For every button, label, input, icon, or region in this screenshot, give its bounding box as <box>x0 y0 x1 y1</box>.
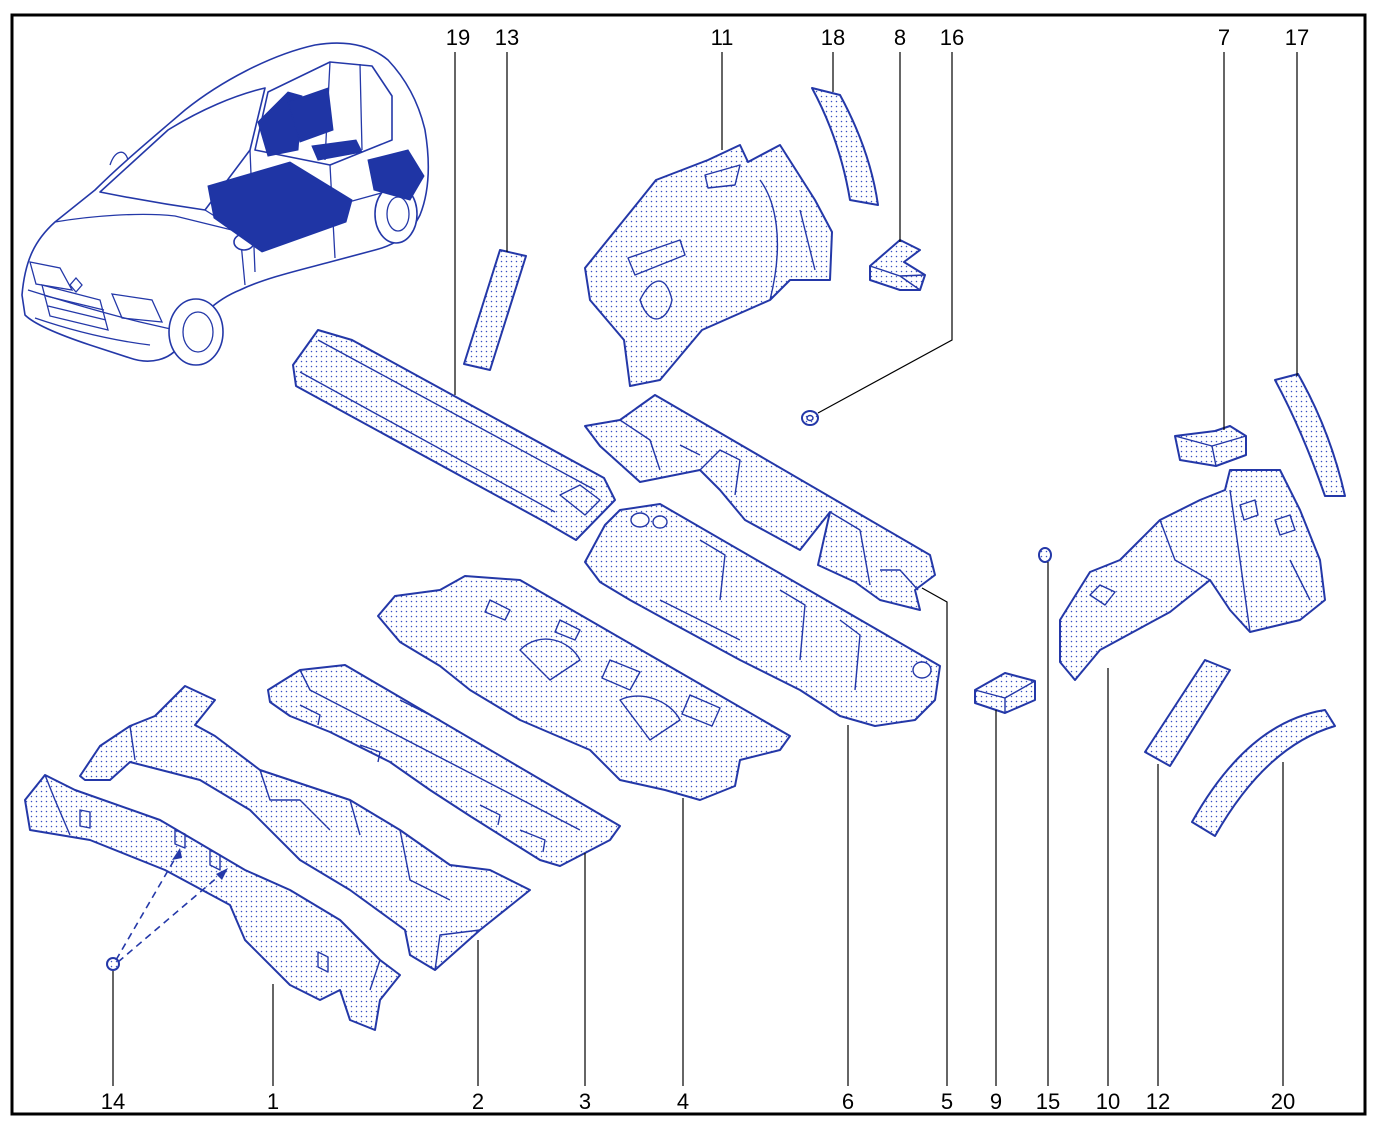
part-5-shape <box>584 394 936 611</box>
car-front-bumper <box>27 289 176 346</box>
leader-lines <box>112 52 1298 1086</box>
callout-15: 15 <box>1036 1089 1060 1114</box>
part-3-detail <box>299 669 581 853</box>
part-11 <box>584 144 833 387</box>
callout-9: 9 <box>990 1089 1002 1114</box>
callout-3: 3 <box>579 1089 591 1114</box>
car-front-wheel <box>168 298 224 366</box>
part-16-clip-center <box>806 414 814 422</box>
part-6-hole-b <box>652 515 668 529</box>
callout-20: 20 <box>1271 1089 1295 1114</box>
part-6-hole-a <box>630 512 650 528</box>
car-side-mirror-stub <box>109 151 129 166</box>
part-1-shape <box>24 774 401 1031</box>
part-12 <box>1144 659 1231 767</box>
part-10-shape <box>1059 469 1326 681</box>
part-8-detail <box>869 265 926 291</box>
part-8 <box>869 239 926 291</box>
car-highlight-pillar-b <box>287 87 334 143</box>
part-17-shape <box>1274 373 1346 497</box>
callout-18: 18 <box>821 25 845 50</box>
part-18-shape <box>811 87 879 206</box>
car-front-wheel-hub <box>182 311 214 353</box>
callout-12: 12 <box>1146 1089 1170 1114</box>
part-2-shape <box>79 685 531 971</box>
part-14-dashed-line-a <box>115 849 181 961</box>
part-8-shape <box>869 239 926 291</box>
part-13-shape <box>463 249 527 371</box>
part-3-shape <box>267 664 621 867</box>
callout-7: 7 <box>1218 25 1230 50</box>
part-6-detail <box>659 539 861 691</box>
callout-10: 10 <box>1096 1089 1120 1114</box>
part-6-shape <box>584 503 941 727</box>
car-logo-icon <box>69 277 83 293</box>
callout-16: 16 <box>940 25 964 50</box>
part-19-detail <box>299 339 601 516</box>
callout-14: 14 <box>101 1089 125 1114</box>
callout-6: 6 <box>842 1089 854 1114</box>
part-1 <box>24 774 401 1031</box>
part-19-shape <box>292 329 616 541</box>
car-highlight-strip <box>311 139 363 161</box>
part-9 <box>974 672 1036 714</box>
callout-19: 19 <box>446 25 470 50</box>
part-3 <box>267 664 621 867</box>
diagram-frame <box>10 13 1367 1116</box>
part-4 <box>377 575 791 801</box>
part-2 <box>79 685 531 971</box>
part-15 <box>1038 547 1052 563</box>
callout-2: 2 <box>472 1089 484 1114</box>
part-20 <box>1191 709 1336 837</box>
callout-11: 11 <box>711 25 734 50</box>
part-9-detail <box>974 680 1036 713</box>
part-5-detail <box>619 419 919 591</box>
part-6-hole-c <box>912 661 932 679</box>
part-11-detail <box>627 164 816 320</box>
callout-labels: 19 13 11 18 8 16 7 17 14 1 2 3 4 6 5 9 1… <box>101 25 1309 1114</box>
part-10-detail <box>1089 489 1311 633</box>
part-7 <box>1174 425 1247 467</box>
car-headlight-left <box>29 261 74 291</box>
part-14-dashed-line-b <box>117 869 227 963</box>
callout-13: 13 <box>495 25 519 50</box>
part-14-arrow-b <box>216 868 228 880</box>
part-13 <box>463 249 527 371</box>
part-10 <box>1059 469 1326 681</box>
part-14-arrow-a <box>172 848 182 860</box>
leader-5 <box>921 587 948 1086</box>
callout-1: 1 <box>267 1089 279 1114</box>
part-17 <box>1274 373 1346 497</box>
car-windshield <box>99 87 266 211</box>
part-4-detail <box>484 599 721 741</box>
car-illustration <box>21 42 430 366</box>
part-16 <box>801 410 819 426</box>
car-grille <box>41 284 109 331</box>
part-6 <box>584 503 941 727</box>
part-11-shape <box>584 144 833 387</box>
part-20-shape <box>1191 709 1336 837</box>
callout-17: 17 <box>1285 25 1309 50</box>
callout-5: 5 <box>941 1089 953 1114</box>
part-2-detail <box>129 725 481 971</box>
part-19 <box>292 329 616 541</box>
part-15-clip <box>1038 547 1052 563</box>
part-5 <box>584 394 936 611</box>
part-7-detail <box>1174 435 1247 467</box>
car-headlight-right <box>110 293 164 323</box>
part-1-detail <box>44 774 381 991</box>
callout-8: 8 <box>894 25 906 50</box>
callout-4: 4 <box>677 1089 689 1114</box>
part-9-shape <box>974 672 1036 714</box>
car-highlight-floor <box>207 161 353 253</box>
part-4-shape <box>377 575 791 801</box>
part-12-shape <box>1144 659 1231 767</box>
part-14-clip <box>106 957 120 971</box>
part-14 <box>106 848 228 971</box>
leader-16 <box>817 52 953 414</box>
part-18 <box>811 87 879 206</box>
car-highlight-arch <box>367 149 425 201</box>
